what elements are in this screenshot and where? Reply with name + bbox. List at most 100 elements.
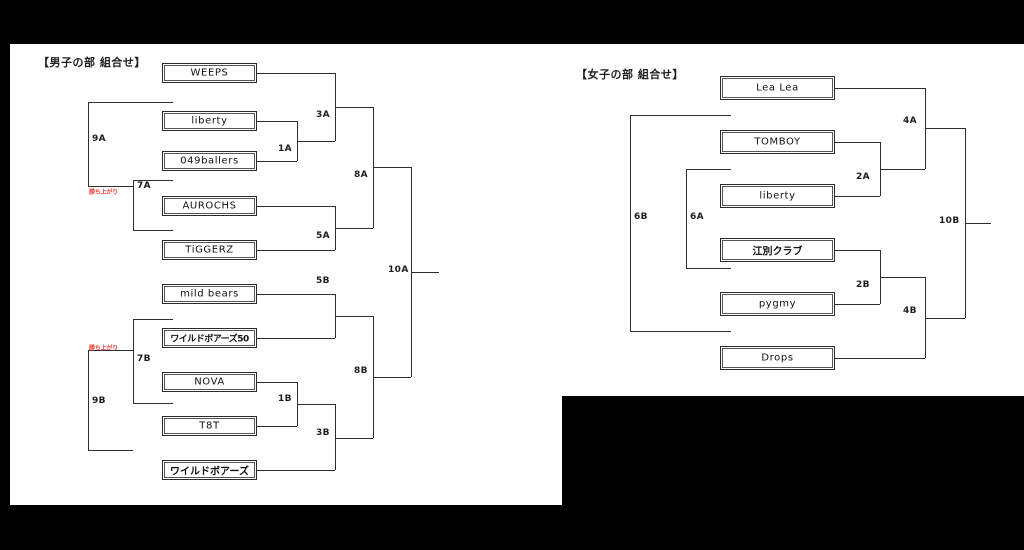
match-label: 2B (856, 280, 870, 290)
bracket-line (133, 319, 134, 403)
match-label: 5A (316, 231, 331, 241)
match-label: 4A (903, 116, 918, 126)
mens-bracket-panel: 【男子の部 組合せ】 WEEPS liberty 049ballers AURO… (10, 44, 562, 505)
match-label: 4B (903, 306, 917, 316)
team-name: TOMBOY (754, 136, 801, 147)
bracket-line (335, 316, 373, 317)
match-label: 8B (354, 366, 368, 376)
bracket-line (925, 318, 965, 319)
match-label: 7B (137, 354, 151, 364)
bracket-line (835, 142, 880, 143)
bracket-line (835, 358, 925, 359)
team-name: mild bears (180, 288, 239, 299)
match-label: 2A (856, 172, 871, 182)
team-name: Lea Lea (756, 82, 799, 93)
team-plate[interactable]: ワイルドボアーズ50 (162, 328, 257, 348)
team-plate[interactable]: 江別クラブ (720, 238, 835, 262)
bracket-line (297, 141, 335, 142)
team-plate[interactable]: 049ballers (162, 151, 257, 171)
mens-bracket: 【男子の部 組合せ】 WEEPS liberty 049ballers AURO… (10, 44, 562, 505)
bracket-line (411, 272, 439, 273)
match-label: 10A (388, 265, 409, 275)
team-plate[interactable]: T8T (162, 416, 257, 436)
bracket-line (835, 250, 880, 251)
match-label: 10B (939, 216, 960, 226)
team-name: Drops (761, 352, 794, 363)
bracket-line (133, 230, 173, 231)
bracket-line (630, 115, 631, 331)
bracket-line (257, 250, 335, 251)
bracket-line (335, 404, 336, 470)
bracket-line (88, 102, 133, 103)
bracket-line (630, 331, 731, 332)
womens-bracket-title: 【女子の部 組合せ】 (576, 68, 684, 81)
bracket-line (133, 180, 173, 181)
team-plate[interactable]: liberty (162, 111, 257, 131)
match-label: 9A (92, 134, 107, 144)
bracket-line (335, 228, 373, 229)
bracket-line (133, 102, 173, 103)
advance-note: 勝ち上がり (89, 189, 119, 196)
team-plate[interactable]: Lea Lea (720, 76, 835, 100)
bracket-line (257, 294, 335, 295)
match-label: 6B (634, 212, 648, 222)
bracket-line (880, 277, 925, 278)
team-name: liberty (191, 115, 228, 126)
bracket-line (133, 319, 173, 320)
team-name: ワイルドボアーズ (170, 466, 249, 477)
team-plate[interactable]: mild bears (162, 284, 257, 304)
team-name: ワイルドボアーズ50 (170, 334, 249, 344)
bracket-line (965, 223, 991, 224)
team-plate[interactable]: AUROCHS (162, 196, 257, 216)
bracket-line (88, 450, 133, 451)
bracket-line (880, 169, 925, 170)
bracket-line (257, 338, 335, 339)
team-name: TiGGERZ (185, 244, 234, 255)
advance-note: 勝ち上がり (89, 345, 119, 352)
team-plate[interactable]: NOVA (162, 372, 257, 392)
team-name: 049ballers (180, 155, 239, 166)
team-name: WEEPS (190, 67, 229, 78)
team-name: AUROCHS (182, 200, 237, 211)
bracket-line (88, 102, 89, 186)
bracket-line (257, 426, 297, 427)
bracket-line (257, 161, 297, 162)
team-plate[interactable]: pygmy (720, 292, 835, 316)
bracket-line (133, 403, 173, 404)
bracket-line (835, 196, 880, 197)
bracket-line (133, 180, 134, 230)
bracket-line (88, 350, 133, 351)
bracket-line (257, 206, 335, 207)
team-name: NOVA (194, 376, 225, 387)
match-label: 7A (137, 181, 152, 191)
womens-bracket-panel: 【女子の部 組合せ】 Lea Lea TOMBOY liberty 江別クラブ … (562, 44, 1024, 396)
mens-bracket-title: 【男子の部 組合せ】 (38, 56, 146, 69)
match-label: 3B (316, 428, 330, 438)
team-plate[interactable]: liberty (720, 184, 835, 208)
bracket-line (257, 121, 297, 122)
bracket-line (257, 382, 297, 383)
team-plate[interactable]: WEEPS (162, 63, 257, 83)
match-label: 6A (690, 212, 705, 222)
match-label: 9B (92, 396, 106, 406)
team-plate[interactable]: TiGGERZ (162, 240, 257, 260)
bracket-line (925, 128, 965, 129)
bracket-line (686, 169, 687, 268)
bracket-line (297, 404, 335, 405)
match-label: 3A (316, 110, 331, 120)
bracket-line (373, 167, 411, 168)
match-label: 5B (316, 276, 330, 286)
bracket-line (373, 377, 411, 378)
bracket-line (88, 186, 133, 187)
match-label: 1A (278, 144, 293, 154)
match-label: 8A (354, 170, 369, 180)
team-plate[interactable]: ワイルドボアーズ (162, 460, 257, 480)
team-name: T8T (199, 420, 220, 431)
team-name: pygmy (758, 298, 797, 309)
bracket-line (925, 277, 926, 358)
team-plate[interactable]: TOMBOY (720, 130, 835, 154)
team-plate[interactable]: Drops (720, 346, 835, 370)
bracket-line (835, 304, 880, 305)
bracket-line (686, 169, 731, 170)
